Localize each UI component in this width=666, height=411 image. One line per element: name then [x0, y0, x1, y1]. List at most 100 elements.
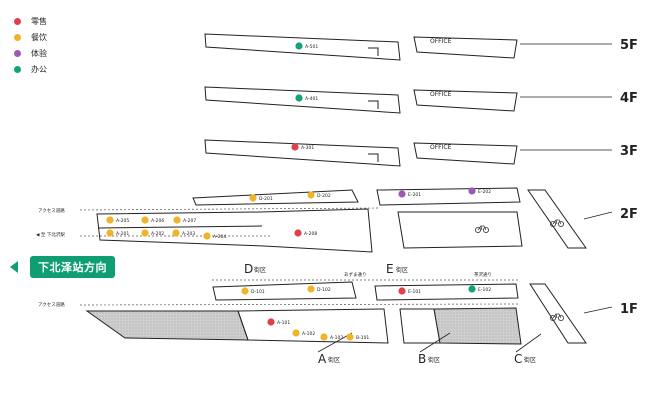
legend-item-dining: 餐饮: [14, 30, 47, 44]
arrow-left-icon: [10, 261, 18, 273]
station-direction-label: 下北泽站方向: [30, 256, 115, 278]
slab-3f-office: [413, 142, 518, 165]
leader-b: [419, 332, 451, 353]
slab-3f-a: [204, 139, 401, 167]
unit-label-a-501: A-501: [305, 44, 318, 50]
unit-marker-d-202: [307, 191, 315, 199]
slab-5f-a: [204, 33, 401, 61]
unit-marker-a-204: [203, 232, 211, 240]
unit-marker-a-102: [292, 329, 300, 337]
unit-label-a-207: A-207: [183, 218, 196, 224]
floor-label-4f: 4F: [620, 91, 638, 106]
unit-label-e-202: E-202: [478, 189, 491, 195]
unit-label-a-204: A-204: [213, 234, 226, 240]
district-d-suffix: 街区: [254, 266, 266, 274]
street-chazawa: 茶沢通り: [474, 271, 492, 278]
office-label-4f: OFFICE: [430, 91, 452, 98]
street-access-2f: アクセス道路: [38, 207, 65, 214]
slab-1f-b: [399, 308, 441, 344]
slab-2f-e: [376, 187, 521, 206]
unit-marker-a-401: [295, 94, 303, 102]
slab-2f-d: [192, 189, 359, 206]
unit-marker-e-101: [398, 287, 406, 295]
district-c-letter: C: [514, 352, 522, 366]
station-direction-banner: 下北泽站方向: [10, 256, 115, 278]
unit-label-d-102: D-102: [317, 287, 331, 293]
legend-item-office: 办公: [14, 62, 47, 76]
unit-marker-a-202: [141, 229, 149, 237]
unit-label-a-208: A-208: [304, 231, 317, 237]
slab-1f-a-hatch: [85, 310, 249, 341]
unit-marker-a-205: [106, 216, 114, 224]
unit-label-a-103: A-103: [330, 335, 343, 341]
slab-5f-a-core: [368, 47, 379, 56]
district-b-suffix: 街区: [428, 356, 440, 364]
legend-item-experience: 体验: [14, 46, 47, 60]
unit-label-a-202: A-202: [151, 231, 164, 237]
floor-label-1f: 1F: [620, 302, 638, 317]
unit-marker-a-206: [141, 216, 149, 224]
leader-lines: [317, 43, 613, 353]
slabs-upper: [204, 33, 518, 167]
slab-1f-e: [374, 283, 519, 301]
street-station-2f: ◀ 至 下北沢駅: [36, 231, 65, 238]
legend-label: 体验: [31, 48, 47, 58]
slab-4f-office: [413, 89, 518, 112]
unit-marker-e-202: [468, 187, 476, 195]
slab-1f-a: [237, 308, 389, 344]
legend-swatch: [14, 33, 21, 41]
street-azuma: あずま通り: [344, 271, 367, 278]
leader-c: [515, 333, 542, 353]
unit-label-a-203: A-203: [182, 231, 195, 237]
unit-label-e-101: E-101: [408, 289, 421, 295]
street-access-1f: アクセス道路: [38, 301, 65, 308]
unit-marker-a-103: [320, 333, 328, 341]
unit-marker-d-101: [241, 287, 249, 295]
bicycle-icon: [475, 225, 489, 233]
leader-2f: [583, 211, 613, 220]
unit-marker-a-301: [291, 143, 299, 151]
slab-1f-c: [529, 283, 587, 344]
unit-label-a-401: A-401: [305, 96, 318, 102]
slab-5f-office: [413, 36, 518, 59]
slab-2f-e-lower: [397, 211, 523, 249]
district-e-letter: E: [386, 262, 394, 276]
unit-marker-a-101: [267, 318, 275, 326]
leader-a: [317, 332, 353, 353]
legend-swatch: [14, 17, 21, 25]
unit-marker-d-102: [307, 285, 315, 293]
unit-label-a-101: A-101: [277, 320, 290, 326]
legend-label: 餐饮: [31, 32, 47, 42]
unit-marker-e-102: [468, 285, 476, 293]
floor-label-5f: 5F: [620, 38, 638, 53]
leader-1f: [583, 306, 613, 314]
slab-3f-a-core: [368, 153, 379, 162]
unit-label-d-201: D-201: [259, 196, 273, 202]
unit-label-b-101: B-101: [356, 335, 369, 341]
bicycle-icon: [550, 313, 564, 321]
unit-label-e-201: E-201: [408, 192, 421, 198]
unit-label-a-301: A-301: [301, 145, 314, 151]
unit-label-a-102: A-102: [302, 331, 315, 337]
unit-marker-a-203: [172, 229, 180, 237]
slab-1f-b-hatch: [433, 307, 522, 345]
office-label-5f: OFFICE: [430, 38, 452, 45]
unit-label-a-201: A-201: [116, 231, 129, 237]
unit-marker-d-201: [249, 194, 257, 202]
unit-marker-e-201: [398, 190, 406, 198]
slabs-1f: [85, 281, 587, 345]
bicycle-icons: [475, 219, 564, 321]
district-c-suffix: 街区: [524, 356, 536, 364]
unit-marker-a-208: [294, 229, 302, 237]
slab-4f-a: [204, 86, 401, 114]
slabs-2f: [96, 187, 587, 253]
slab-1f-d: [212, 281, 357, 301]
unit-label-d-202: D-202: [317, 193, 331, 199]
unit-marker-a-201: [106, 229, 114, 237]
street-dash-lines: [79, 207, 519, 306]
slab-2f-c: [527, 189, 587, 249]
office-label-3f: OFFICE: [430, 144, 452, 151]
legend-swatch: [14, 49, 21, 57]
unit-marker-a-501: [295, 42, 303, 50]
